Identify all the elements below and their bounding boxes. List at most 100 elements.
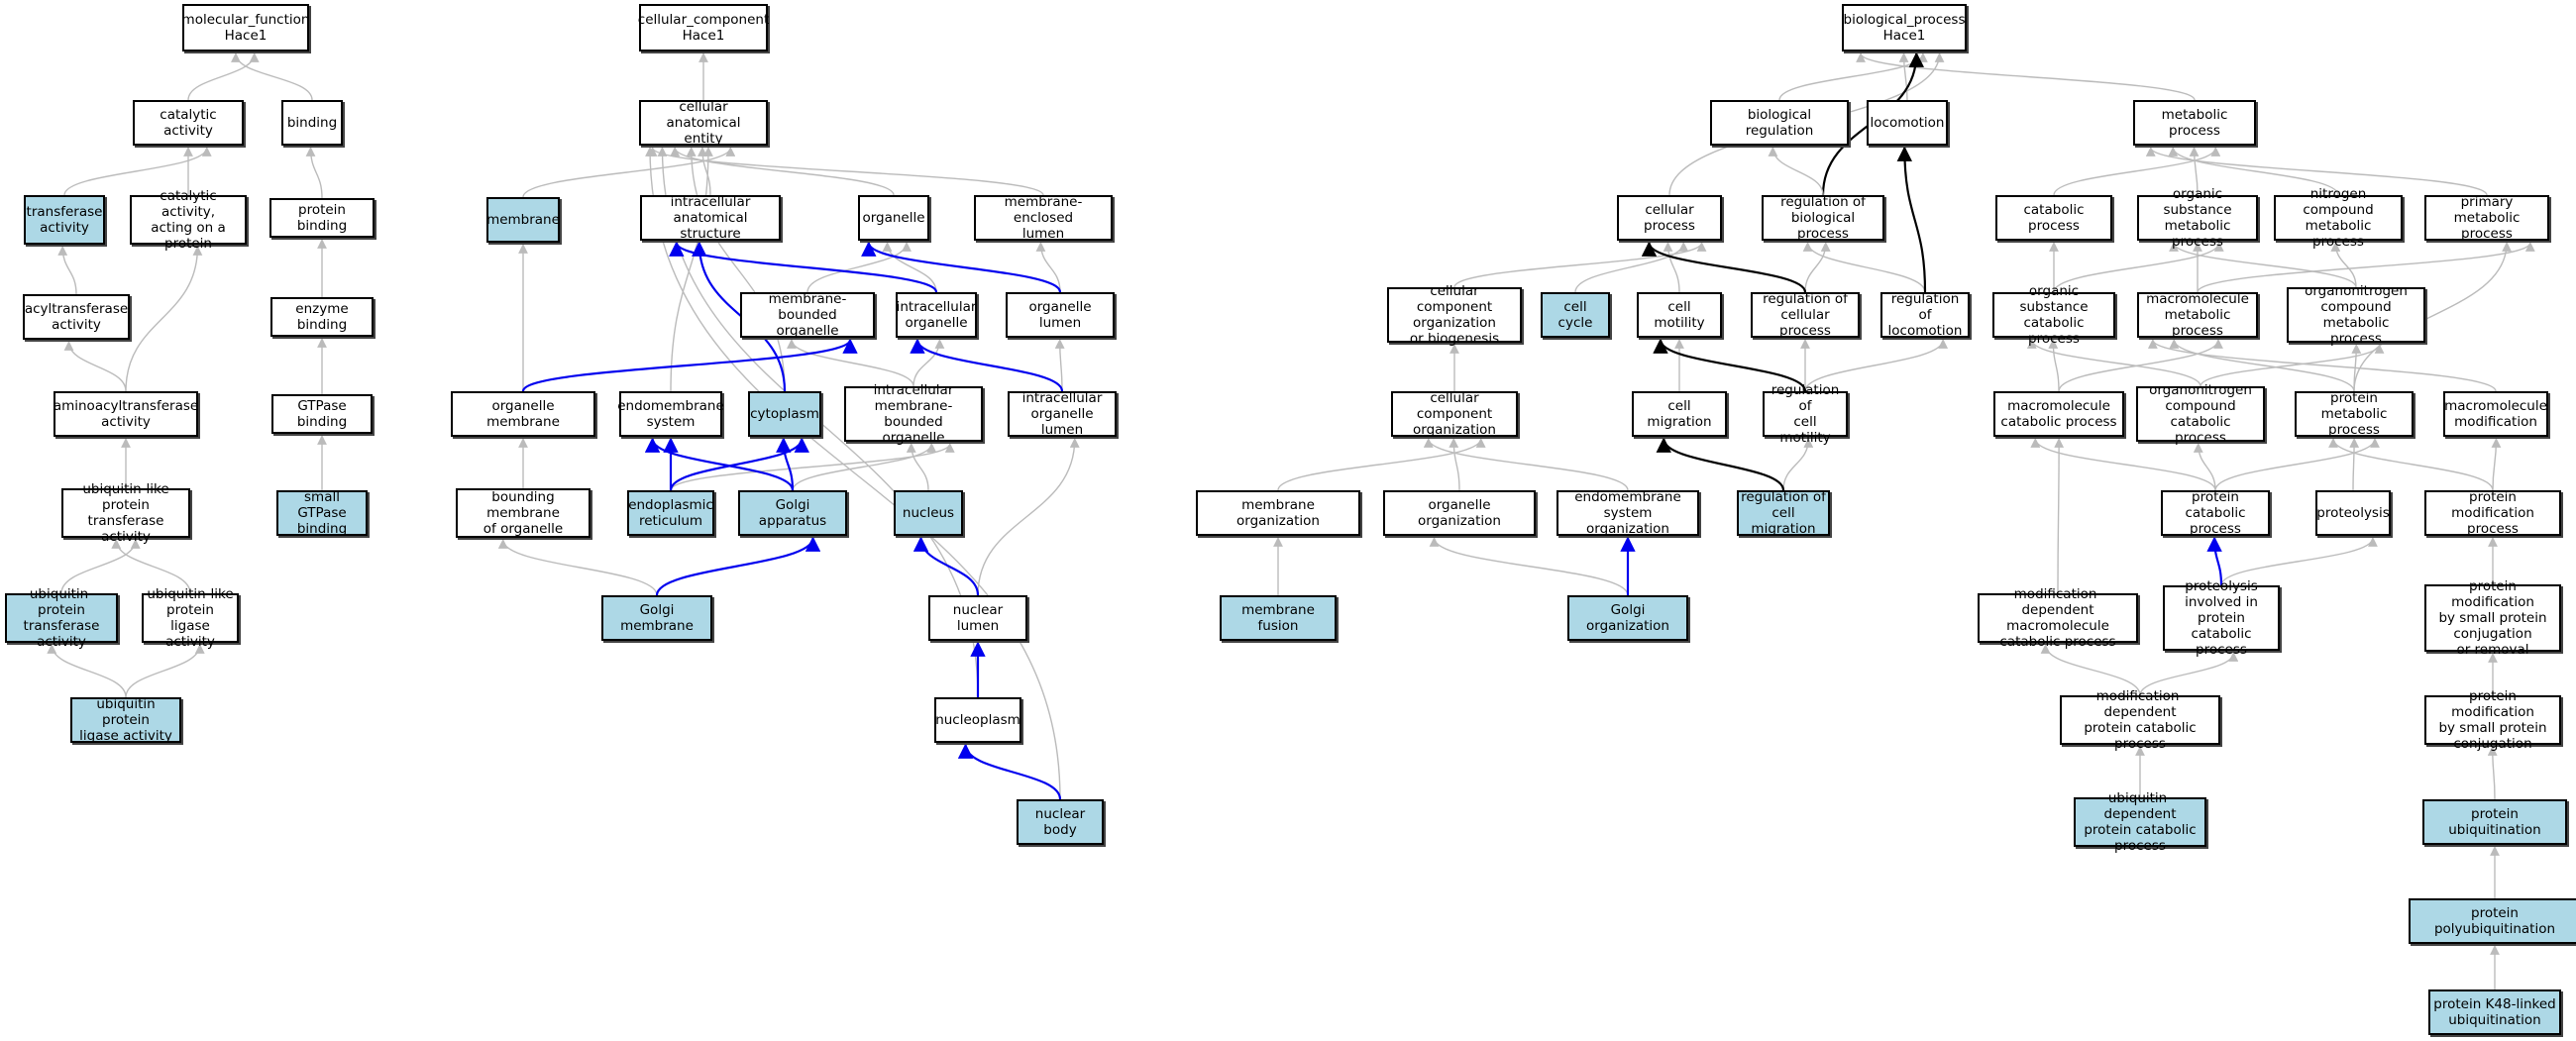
go-term-ccob[interactable]: cellular component organization or bioge… [1387, 283, 1522, 347]
go-term-mod-dep-macro[interactable]: modification-dependent macromolecule cat… [1978, 586, 2138, 650]
go-term-ubl-transferase[interactable]: ubiquitin-like protein transferase activ… [61, 481, 190, 545]
go-term-nuclear-lumen[interactable]: nuclear lumen [928, 595, 1027, 641]
edge-proteolysis-to-protein_met [2349, 438, 2360, 491]
edge-org_lumen-to-mel [1035, 242, 1061, 293]
go-term-primary-met[interactable]: primary metabolic process [2424, 194, 2549, 242]
go-term-pm-small-conj[interactable]: protein modification by small protein co… [2424, 688, 2561, 752]
go-term-org-subst-met[interactable]: organic substance metabolic process [2137, 186, 2258, 250]
go-term-cc-root[interactable]: cellular_component Hace1 [638, 4, 769, 52]
go-term-cat-protein[interactable]: catalytic activity, acting on a protein [130, 188, 247, 252]
edge-ubl_ligase-to-ubl_transferase [111, 539, 191, 594]
go-term-ub-transferase[interactable]: ubiquitin-protein transferase activity [5, 586, 118, 650]
edge-protein_ub-to-pm_small_conj [2487, 746, 2498, 800]
go-term-nuclear-body[interactable]: nuclear body [1017, 799, 1104, 845]
go-term-golgi[interactable]: Golgi apparatus [738, 490, 847, 536]
go-term-cellular-process[interactable]: cellular process [1617, 195, 1722, 241]
go-term-protein-met[interactable]: protein metabolic process [2295, 390, 2414, 438]
go-term-small-gtpase[interactable]: small GTPase binding [276, 489, 368, 537]
go-term-reg-cellular[interactable]: regulation of cellular process [1751, 291, 1860, 339]
go-term-protein-ub[interactable]: protein ubiquitination [2422, 799, 2567, 845]
go-term-mod-dep-prot[interactable]: modification-dependent protein catabolic… [2060, 688, 2220, 752]
go-term-cytoplasm[interactable]: cytoplasm [748, 391, 821, 437]
go-term-imbo[interactable]: intracellular membrane-bounded organelle [844, 382, 983, 446]
go-term-nucleoplasm[interactable]: nucleoplasm [934, 697, 1021, 743]
edge-golgi-to-cytoplasm [776, 437, 795, 491]
go-term-org-subst-cat[interactable]: organic substance catabolic process [1992, 283, 2115, 347]
go-term-nitrogen-met[interactable]: nitrogen compound metabolic process [2274, 186, 2403, 250]
edge-imbo-to-mbo [787, 339, 914, 387]
go-term-cell-motility[interactable]: cell motility [1637, 292, 1722, 338]
edge-reg_migration-to-cell_migration [1656, 437, 1785, 491]
go-term-ubl-ligase[interactable]: ubiquitin-like protein ligase activity [142, 586, 239, 650]
go-term-transferase[interactable]: transferase activity [24, 195, 105, 245]
go-term-catalytic[interactable]: catalytic activity [133, 100, 244, 146]
go-term-cell-cycle[interactable]: cell cycle [1541, 292, 1610, 338]
go-term-reg-loco[interactable]: regulation of locomotion [1880, 291, 1970, 339]
go-term-binding[interactable]: binding [281, 100, 343, 146]
go-term-protein-cat[interactable]: protein catabolic process [2161, 489, 2270, 537]
go-term-ub-dep-cat[interactable]: ubiquitin-dependent protein catabolic pr… [2074, 790, 2206, 854]
edge-orgN_met-to-org_subst_met [2169, 242, 2357, 288]
go-term-cae[interactable]: cellular anatomical entity [639, 99, 768, 147]
edge-io-to-ias [669, 241, 938, 293]
edge-macromol_mod-to-macromol_met [2148, 339, 2497, 392]
go-term-endomembrane[interactable]: endomembrane system [617, 391, 724, 437]
go-term-bp-root[interactable]: biological_process Hace1 [1842, 4, 1967, 52]
go-term-endomem-org[interactable]: endomembrane system organization [1556, 489, 1699, 537]
go-term-acyltransferase[interactable]: acyltransferase activity [23, 294, 130, 340]
go-term-proteolysis-cat[interactable]: proteolysis involved in protein cataboli… [2163, 578, 2280, 658]
go-term-mbo[interactable]: membrane-bounded organelle [740, 291, 875, 339]
edge-macromol_met-to-primary_met [2197, 242, 2535, 293]
go-term-org-lumen[interactable]: organelle lumen [1006, 292, 1115, 338]
go-term-k48[interactable]: protein K48-linked ubiquitination [2428, 989, 2561, 1035]
go-term-io[interactable]: intracellular organelle [896, 292, 977, 338]
edge-cell_motility-to-cellular_process [1663, 242, 1680, 293]
go-term-membrane-fusion[interactable]: membrane fusion [1220, 595, 1337, 641]
edge-reg_cellular-to-cellular_process [1641, 241, 1807, 293]
go-term-mel[interactable]: membrane-enclosed lumen [974, 194, 1113, 242]
go-term-macromol-met[interactable]: macromolecule metabolic process [2137, 291, 2258, 339]
go-term-proteolysis[interactable]: proteolysis [2315, 490, 2391, 536]
go-term-macromol-cat[interactable]: macromolecule catabolic process [1993, 391, 2124, 437]
edge-golgi_membrane-to-bmo [497, 539, 658, 596]
go-term-protein-polyub[interactable]: protein polyubiquitination [2409, 898, 2576, 944]
go-term-iol[interactable]: intracellular organelle lumen [1008, 390, 1117, 438]
go-term-macromol-mod[interactable]: macromolecule modification [2443, 391, 2548, 437]
go-term-golgi-membrane[interactable]: Golgi membrane [601, 595, 712, 641]
go-term-cell-migration[interactable]: cell migration [1632, 391, 1727, 437]
go-term-orgN-met[interactable]: organonitrogen compound metabolic proces… [2287, 283, 2425, 347]
edge-nuclear_body-to-cae [645, 147, 1061, 800]
go-term-aminoacyl[interactable]: aminoacyltransferase activity [54, 391, 198, 437]
go-term-protein-mod[interactable]: protein modification process [2424, 489, 2561, 537]
go-term-membrane-org[interactable]: membrane organization [1196, 490, 1360, 536]
edge-nitrogen_met-to-metabolic [2168, 147, 2339, 196]
edge-nuclear_lumen-to-nucleus [912, 536, 980, 596]
go-term-gtpase-binding[interactable]: GTPase binding [271, 394, 373, 434]
go-term-bmo[interactable]: bounding membrane of organelle [456, 488, 590, 538]
go-term-nucleus[interactable]: nucleus [894, 490, 963, 536]
go-term-organelle[interactable]: organelle [858, 195, 929, 241]
go-term-enzyme-binding[interactable]: enzyme binding [270, 297, 374, 337]
go-term-mf-root[interactable]: molecular_function Hace1 [182, 4, 309, 52]
go-term-metabolic[interactable]: metabolic process [2133, 100, 2256, 146]
go-term-organelle-org[interactable]: organelle organization [1383, 490, 1536, 536]
go-term-reg-migration[interactable]: regulation of cell migration [1737, 489, 1830, 537]
go-term-pm-small[interactable]: protein modification by small protein co… [2424, 578, 2561, 658]
go-term-golgi-org[interactable]: Golgi organization [1567, 595, 1688, 641]
go-term-catabolic[interactable]: catabolic process [1995, 195, 2112, 241]
go-term-ub-ligase[interactable]: ubiquitin protein ligase activity [70, 696, 181, 744]
go-term-ias[interactable]: intracellular anatomical structure [640, 194, 781, 242]
go-term-reg-motility[interactable]: regulation of cell motility [1763, 382, 1848, 446]
go-term-bio-reg[interactable]: biological regulation [1710, 100, 1849, 146]
go-term-cco[interactable]: cellular component organization [1391, 390, 1518, 438]
go-term-org-membrane[interactable]: organelle membrane [451, 391, 595, 437]
edge-io-to-organelle [882, 242, 937, 293]
go-term-er[interactable]: endoplasmic reticulum [627, 490, 714, 536]
go-term-reg-bio[interactable]: regulation of biological process [1762, 194, 1884, 242]
go-term-protein-binding[interactable]: protein binding [269, 198, 375, 238]
go-term-locomotion[interactable]: locomotion [1867, 100, 1948, 146]
go-term-membrane[interactable]: membrane [486, 197, 560, 243]
go-term-orgN-cat[interactable]: organonitrogen compound catabolic proces… [2136, 382, 2265, 446]
edge-org_subst_cat-to-org_subst_met [2053, 242, 2224, 293]
edge-protein_met-to-primary_met [2353, 242, 2512, 392]
